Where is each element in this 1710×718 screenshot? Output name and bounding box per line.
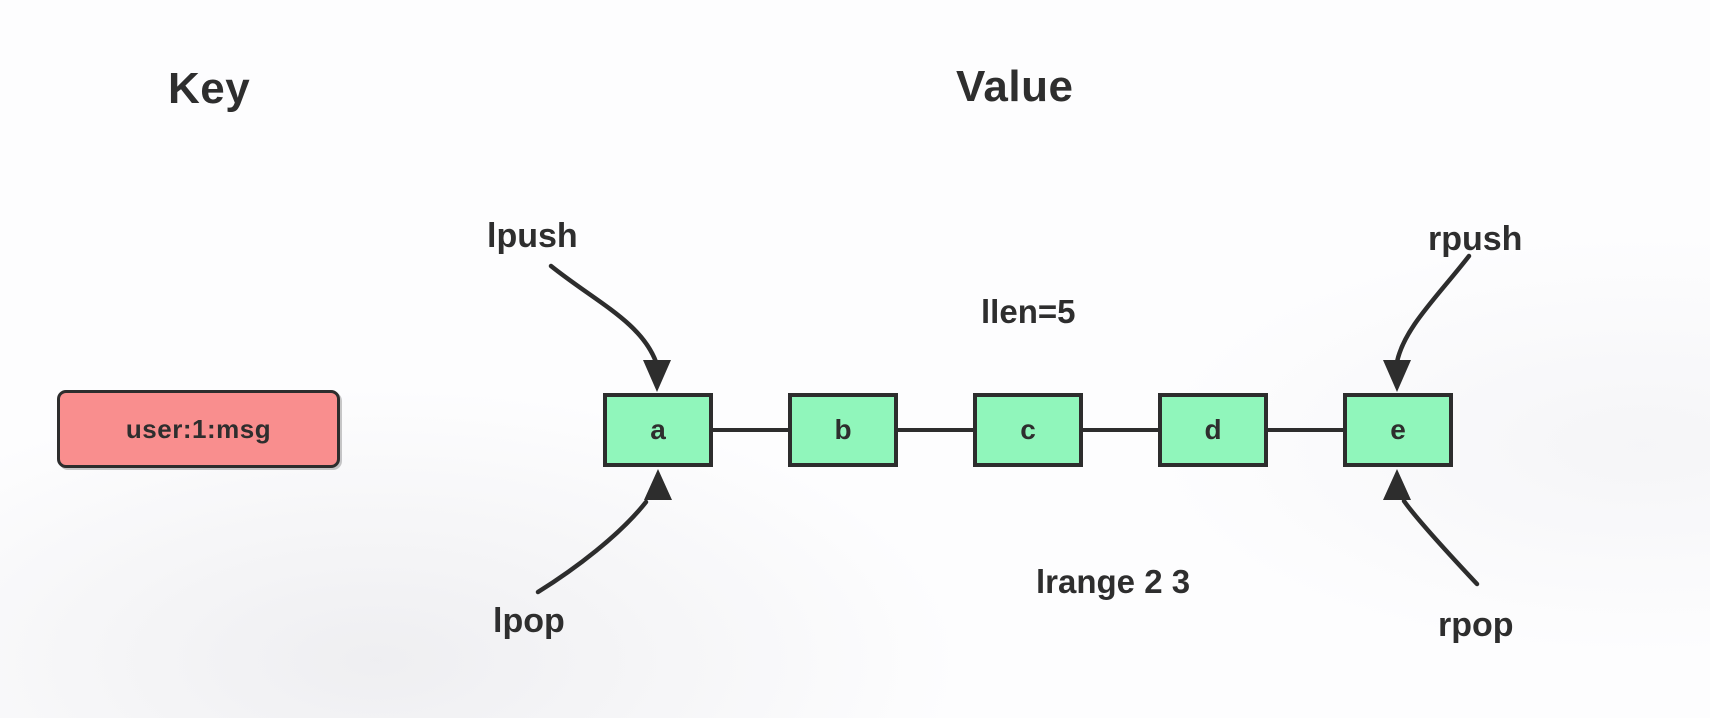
list-node: a (603, 393, 788, 467)
value-heading: Value (956, 62, 1074, 111)
list-row: a b c d e (603, 393, 1453, 467)
lpush-arrowhead (643, 360, 671, 392)
llen-annotation: llen=5 (981, 293, 1076, 330)
lpop-arrow (535, 499, 649, 595)
list-node: e (1343, 393, 1453, 467)
list-node-label: a (650, 414, 666, 445)
key-heading: Key (168, 64, 251, 113)
rpush-arrowhead (1383, 360, 1411, 392)
rpop-label: rpop (1438, 606, 1514, 644)
list-node: c (973, 393, 1158, 467)
list-node: d (1158, 393, 1343, 467)
key-box: user:1:msg (57, 390, 340, 468)
rpop-arrowhead (1383, 469, 1411, 500)
lpush-arrow (548, 263, 659, 365)
list-node: b (788, 393, 973, 467)
lrange-annotation: lrange 2 3 (1036, 563, 1191, 600)
rpop-arrow (1401, 498, 1480, 587)
lpush-label: lpush (487, 217, 578, 255)
list-node-label: b (834, 414, 852, 445)
list-node-label: d (1204, 414, 1222, 445)
lpop-arrowhead (644, 469, 672, 500)
key-box-label: user:1:msg (125, 413, 272, 444)
lpop-label: lpop (493, 602, 565, 640)
rpush-arrow (1394, 253, 1472, 365)
rpush-label: rpush (1428, 220, 1523, 258)
list-node-label: c (1020, 414, 1036, 445)
list-node-label: e (1390, 414, 1406, 445)
